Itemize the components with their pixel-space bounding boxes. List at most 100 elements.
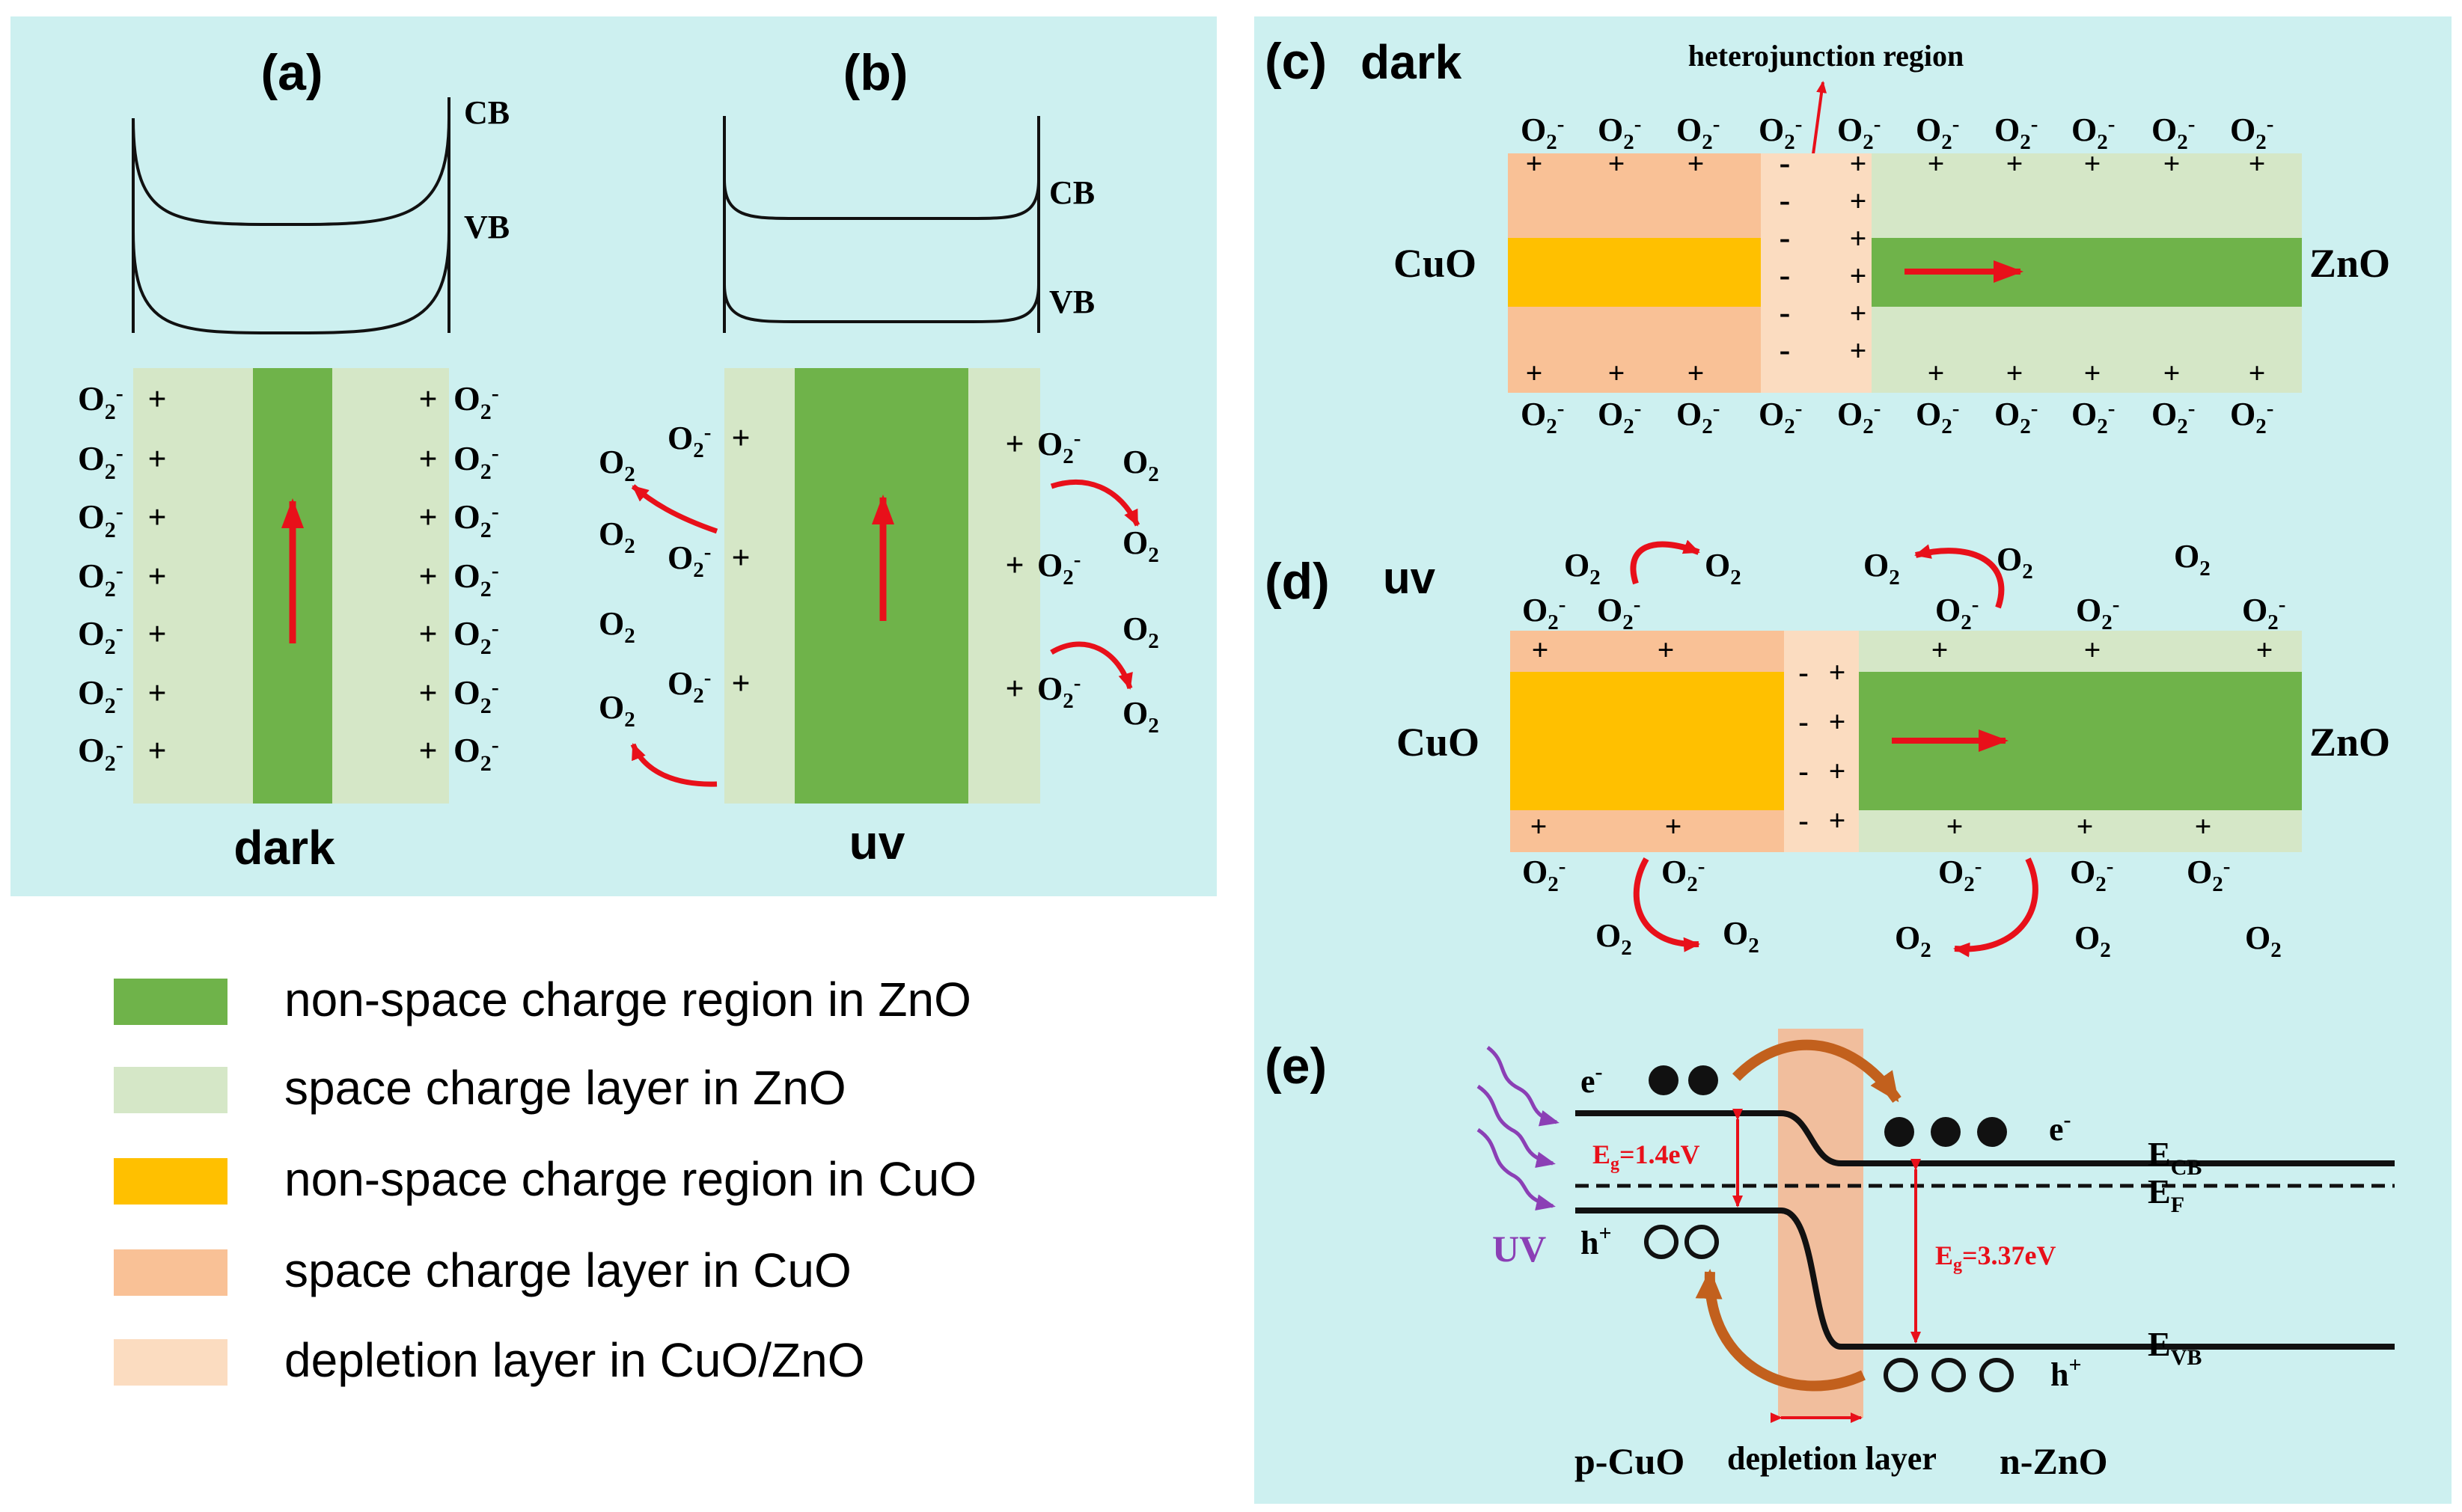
panel-b: (b) CB VB uv O2-+O2-+O2-++O2-+O2-+O2-O2O… <box>599 44 1159 869</box>
uv-wave <box>1476 1127 1556 1210</box>
o2-label: O2 <box>1564 547 1601 590</box>
o2-minus-label: O2- <box>1759 111 1802 154</box>
plus-charge: + <box>2195 809 2212 843</box>
plus-charge: + <box>418 675 437 711</box>
electron <box>1884 1117 1914 1147</box>
panel-e-valence-band <box>1575 1208 2395 1350</box>
o2-minus-label: O2- <box>1676 396 1720 438</box>
o2-minus-label: O2- <box>453 673 499 718</box>
panel-e-ecb-label: ECB <box>2148 1135 2202 1180</box>
plus-charge: + <box>2249 356 2266 390</box>
o2-minus-label: O2- <box>1676 111 1720 154</box>
panel-a-caption: dark <box>233 821 335 875</box>
minus-charge: - <box>1780 219 1791 256</box>
o2-minus-label: O2- <box>1935 592 1979 634</box>
panel-a-tag: (a) <box>260 44 323 101</box>
panel-e-hole-left: h+ <box>1580 1221 1612 1261</box>
panel-b-vb-label: VB <box>1049 284 1095 320</box>
o2-label: O2 <box>1723 915 1759 958</box>
minus-charge: - <box>1798 804 1808 837</box>
o2-minus-label: O2- <box>2230 396 2273 438</box>
minus-charge: - <box>1780 182 1791 218</box>
legend-label: space charge layer in CuO <box>284 1243 852 1297</box>
minus-charge: - <box>1798 655 1808 689</box>
o2-minus-label: O2- <box>453 439 499 484</box>
panel-d-zno-label: ZnO <box>2309 720 2390 765</box>
plus-charge: + <box>147 732 166 769</box>
o2-minus-label: O2- <box>1037 426 1081 468</box>
o2-label: O2 <box>2074 919 2111 962</box>
o2-minus-label: O2- <box>453 614 499 659</box>
o2-label: O2 <box>599 605 635 648</box>
minus-charge: - <box>1798 705 1808 738</box>
panel-e: (e) Eg=1.4eV Eg=3.37eV e- e- h+ h+ <box>1265 1029 2395 1482</box>
o2-label: O2 <box>1122 444 1159 486</box>
legend-swatch <box>114 1067 227 1113</box>
panel-a-vb-label: VB <box>464 209 510 245</box>
o2-minus-label: O2- <box>1037 547 1081 590</box>
legend-swatch <box>114 1158 227 1205</box>
plus-charge: + <box>2163 147 2181 180</box>
panel-a-cb-curve <box>132 117 450 227</box>
panel-b-tag: (b) <box>843 44 908 101</box>
plus-charge: + <box>147 381 166 417</box>
panel-e-nzno-label: n-ZnO <box>2000 1440 2108 1482</box>
o2-minus-label: O2- <box>1521 111 1564 154</box>
o2-minus-label: O2- <box>1759 396 1802 438</box>
panel-b-desorb-arrow <box>631 484 718 534</box>
hole <box>1684 1225 1719 1259</box>
o2-minus-label: O2- <box>2187 854 2230 896</box>
panel-e-depletion-label: depletion layer <box>1727 1440 1937 1477</box>
panel-e-hole-transfer-arrow <box>1695 1269 1866 1392</box>
panel-c-zno-label: ZnO <box>2309 241 2390 286</box>
panel-d-desorb-arrow <box>1953 857 2038 958</box>
uv-wave <box>1486 1045 1560 1127</box>
o2-minus-label: O2- <box>668 665 711 708</box>
plus-charge: + <box>1850 334 1867 367</box>
electron <box>1688 1065 1718 1095</box>
plus-charge: + <box>1658 633 1675 667</box>
plus-charge: + <box>1665 809 1682 843</box>
panel-e-hole-right: h+ <box>2050 1353 2082 1393</box>
plus-charge: + <box>1850 184 1867 218</box>
plus-charge: + <box>1829 804 1846 837</box>
plus-charge: + <box>1526 356 1543 390</box>
panel-e-pcuo-label: p-CuO <box>1574 1440 1684 1482</box>
o2-minus-label: O2- <box>2070 854 2113 896</box>
minus-charge: - <box>1780 257 1791 293</box>
hole <box>1931 1358 1966 1392</box>
plus-charge: + <box>418 558 437 595</box>
panel-a-vb-curve <box>132 231 450 335</box>
hole <box>1979 1358 2014 1392</box>
plus-charge: + <box>1608 356 1625 390</box>
o2-minus-label: O2- <box>1598 396 1641 438</box>
plus-charge: + <box>147 441 166 477</box>
o2-label: O2 <box>1122 695 1159 738</box>
o2-label: O2 <box>599 515 635 558</box>
minus-charge: - <box>1798 754 1808 788</box>
panel-e-uv-label: UV <box>1492 1228 1546 1270</box>
panel-a: (a) CB VB dark O2-++O2-O2-++O2-O2-++O2-O… <box>78 44 510 875</box>
legend-swatch <box>114 1339 227 1386</box>
o2-minus-label: O2- <box>78 614 123 659</box>
panel-c-depletion-layer <box>1761 153 1872 393</box>
o2-minus-label: O2- <box>453 498 499 542</box>
plus-charge: + <box>147 675 166 711</box>
panel-b-desorb-arrow <box>630 743 718 787</box>
plus-charge: + <box>1005 670 1024 707</box>
plus-charge: + <box>1005 547 1024 584</box>
panel-c-title: dark <box>1360 35 1462 89</box>
o2-minus-label: O2- <box>1037 670 1081 713</box>
plus-charge: + <box>1928 147 1945 180</box>
o2-minus-label: O2- <box>2071 111 2115 154</box>
plus-charge: + <box>1931 633 1949 667</box>
panel-d-depletion-layer <box>1784 631 1859 852</box>
plus-charge: + <box>1687 356 1705 390</box>
o2-minus-label: O2- <box>78 731 123 776</box>
panel-b-cb-label: CB <box>1049 174 1095 211</box>
panel-b-cb-curve <box>723 118 1040 220</box>
o2-label: O2 <box>599 444 635 486</box>
electron <box>1977 1117 2007 1147</box>
